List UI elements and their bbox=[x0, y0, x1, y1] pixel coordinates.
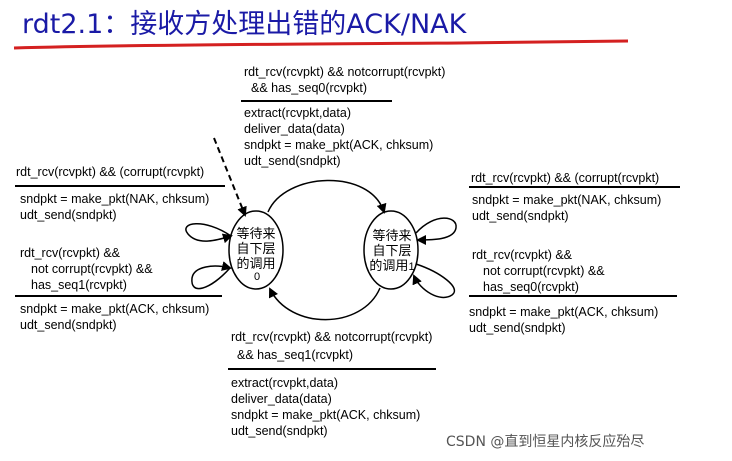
left-seq-event-1: rdt_rcv(rcvpkt) && bbox=[20, 246, 121, 260]
top-transition-event-1: rdt_rcv(rcvpkt) && notcorrupt(rcvpkt) bbox=[244, 65, 446, 79]
right-corrupt-action-1: sndpkt = make_pkt(NAK, chksum) bbox=[472, 193, 662, 207]
right-seq-event-1: rdt_rcv(rcvpkt) && bbox=[472, 248, 573, 262]
right-seq-event-3: has_seq0(rcvpkt) bbox=[483, 280, 579, 294]
watermark: CSDN @直到恒星内核反应殆尽 bbox=[446, 434, 645, 450]
bottom-transition-action-1: extract(rcvpkt,data) bbox=[231, 376, 338, 390]
right-corrupt-event: rdt_rcv(rcvpkt) && (corrupt(rcvpkt) bbox=[471, 171, 660, 185]
self-loop-right-bottom bbox=[412, 263, 456, 299]
left-seq-action-1: sndpkt = make_pkt(ACK, chksum) bbox=[20, 302, 210, 316]
state-wait-0 bbox=[228, 210, 284, 290]
transition-0-to-1 bbox=[267, 179, 387, 214]
self-loop-right-top bbox=[415, 217, 457, 245]
top-transition-action-3: sndpkt = make_pkt(ACK, chksum) bbox=[244, 138, 434, 152]
left-corrupt-action-2: udt_send(sndpkt) bbox=[20, 208, 117, 222]
bottom-transition-event-1: rdt_rcv(rcvpkt) && notcorrupt(rcvpkt) bbox=[231, 330, 433, 344]
title-underline bbox=[13, 39, 629, 50]
initial-arrow bbox=[213, 137, 247, 217]
left-corrupt-event: rdt_rcv(rcvpkt) && (corrupt(rcvpkt) bbox=[16, 165, 205, 179]
right-seq-action-2: udt_send(sndpkt) bbox=[469, 321, 566, 335]
slide-title: rdt2.1：接收方处理出错的ACK/NAK bbox=[22, 9, 467, 40]
self-loop-left-top bbox=[185, 223, 233, 244]
bottom-transition-action-4: udt_send(sndpkt) bbox=[231, 424, 328, 438]
bottom-transition-action-3: sndpkt = make_pkt(ACK, chksum) bbox=[231, 408, 421, 422]
bottom-transition-action-2: deliver_data(data) bbox=[231, 392, 332, 406]
top-transition-action-1: extract(rcvpkt,data) bbox=[244, 106, 351, 120]
left-seq-action-2: udt_send(sndpkt) bbox=[20, 318, 117, 332]
top-transition-action-4: udt_send(sndpkt) bbox=[244, 154, 341, 168]
bottom-transition-event-2: && has_seq1(rcvpkt) bbox=[237, 348, 354, 362]
transition-1-to-0 bbox=[269, 287, 381, 321]
top-transition-event-2: && has_seq0(rcvpkt) bbox=[251, 81, 368, 95]
state-wait-1 bbox=[363, 210, 419, 290]
left-seq-event-2: not corrupt(rcvpkt) && bbox=[31, 262, 153, 276]
top-transition-action-2: deliver_data(data) bbox=[244, 122, 345, 136]
self-loop-left-bottom bbox=[191, 261, 232, 290]
left-corrupt-action-1: sndpkt = make_pkt(NAK, chksum) bbox=[20, 192, 210, 206]
state-1-label: 等待来 自下层 的调用1 bbox=[369, 229, 415, 274]
right-seq-event-2: not corrupt(rcvpkt) && bbox=[483, 264, 605, 278]
state-0-label: 等待来 自下层 的调用 0 bbox=[236, 227, 276, 283]
right-corrupt-action-2: udt_send(sndpkt) bbox=[472, 209, 569, 223]
left-seq-event-3: has_seq1(rcvpkt) bbox=[31, 278, 127, 292]
right-seq-action-1: sndpkt = make_pkt(ACK, chksum) bbox=[469, 305, 659, 319]
